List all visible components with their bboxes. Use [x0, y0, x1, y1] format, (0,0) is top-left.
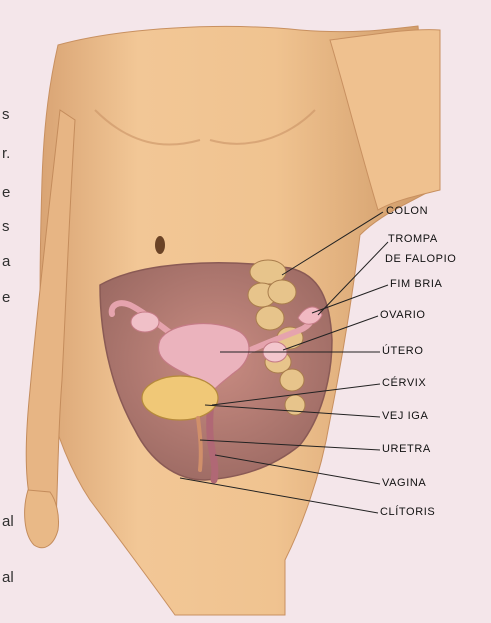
label-fimbria: FIM BRIA: [390, 278, 442, 290]
label-vejiga: VEJ IGA: [382, 410, 428, 422]
side-text-2: r.: [2, 144, 10, 163]
navel: [155, 236, 165, 254]
label-uretra: URETRA: [382, 443, 431, 455]
side-text-8: al: [2, 568, 14, 587]
bladder: [142, 376, 218, 420]
side-text-1: s: [2, 105, 10, 124]
label-clitoris: CLÍTORIS: [380, 506, 435, 518]
label-cervix: CÉRVIX: [382, 377, 426, 389]
side-text-4: s: [2, 217, 10, 236]
left-hand: [25, 490, 59, 548]
label-vagina: VAGINA: [382, 477, 426, 489]
label-trompa: TROMPA: [388, 233, 438, 245]
label-utero: ÚTERO: [382, 345, 424, 357]
label-de-falopio: DE FALOPIO: [385, 253, 456, 265]
label-ovario: OVARIO: [380, 309, 426, 321]
ovary-left: [131, 312, 159, 332]
side-text-6: e: [2, 288, 10, 307]
side-text-7: al: [2, 512, 14, 531]
side-text-5: a: [2, 252, 10, 271]
label-colon: COLON: [386, 205, 428, 217]
side-text-3: e: [2, 183, 10, 202]
